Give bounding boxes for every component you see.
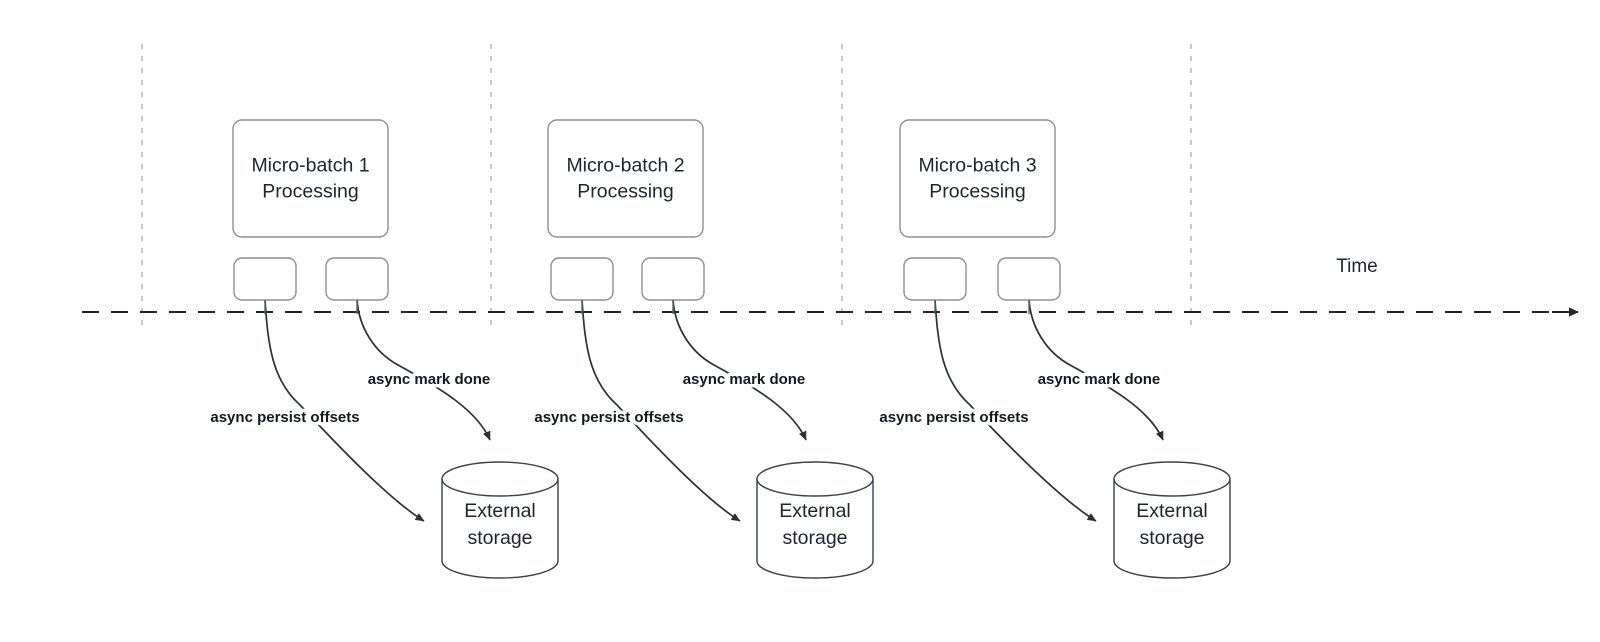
micro-batch-label-line1: Micro-batch 1 (251, 155, 369, 177)
async-mark-done-label-halo: async mark done (1038, 371, 1161, 388)
async-persist-offsets-label: async persist offsets (879, 409, 1028, 426)
async-persist-offsets-edge (264, 299, 425, 522)
async-mark-done-label-halo: async mark done (368, 371, 491, 388)
time-axis-group: Time (82, 256, 1579, 317)
external-storage-label-line1: External (1136, 500, 1208, 522)
external-storage-label-line1: External (464, 500, 536, 522)
external-storage-cylinder-body[interactable] (756, 478, 874, 579)
micro-batch-label-line2: Processing (262, 181, 358, 203)
time-axis-label: Time (1336, 256, 1378, 277)
async-mark-done-edge (356, 299, 491, 441)
external-storage-cylinder-body[interactable] (441, 478, 559, 579)
micro-batch-box[interactable] (232, 119, 389, 238)
external-storage-cylinder-top (756, 461, 874, 497)
async-mark-done-label: async mark done (1038, 371, 1161, 388)
async-mark-done-label-halo: async mark done (683, 371, 806, 388)
persist-offsets-task[interactable] (233, 257, 297, 301)
async-persist-offsets-label: async persist offsets (210, 409, 359, 426)
external-storage-label-line2: storage (1139, 527, 1204, 549)
external-storage-cylinder-body[interactable] (1113, 478, 1231, 579)
external-storage-label-line1: External (779, 500, 851, 522)
mark-done-task[interactable] (997, 257, 1061, 301)
async-mark-done-label: async mark done (683, 371, 806, 388)
micro-batch-label-line1: Micro-batch 3 (918, 155, 1036, 177)
external-storage-label-line2: storage (782, 527, 847, 549)
async-mark-done-edge (672, 299, 807, 441)
micro-batch-box[interactable] (899, 119, 1056, 238)
micro-batch-label-line1: Micro-batch 2 (566, 155, 684, 177)
mark-done-task[interactable] (641, 257, 705, 301)
micro-batch-box[interactable] (547, 119, 704, 238)
micro-batch-label-line2: Processing (929, 181, 1025, 203)
persist-offsets-task[interactable] (903, 257, 967, 301)
persist-offsets-task[interactable] (550, 257, 614, 301)
async-persist-offsets-label-halo: async persist offsets (210, 409, 359, 426)
async-persist-offsets-label-halo: async persist offsets (534, 409, 683, 426)
async-persist-offsets-label-halo: async persist offsets (879, 409, 1028, 426)
mark-done-task[interactable] (325, 257, 389, 301)
async-persist-offsets-edge (581, 299, 741, 522)
async-persist-offsets-edge (934, 299, 1097, 522)
async-mark-done-edge (1028, 299, 1164, 441)
flow-edges-group (264, 299, 1164, 522)
async-mark-done-label: async mark done (368, 371, 491, 388)
external-storage-cylinder-top (441, 461, 559, 497)
async-persist-offsets-label: async persist offsets (534, 409, 683, 426)
micro-batch-label-line2: Processing (577, 181, 673, 203)
external-storage-label-line2: storage (467, 527, 532, 549)
external-storage-cylinder-top (1113, 461, 1231, 497)
edge-labels-group: async persist offsets async persist offse… (207, 367, 1164, 429)
